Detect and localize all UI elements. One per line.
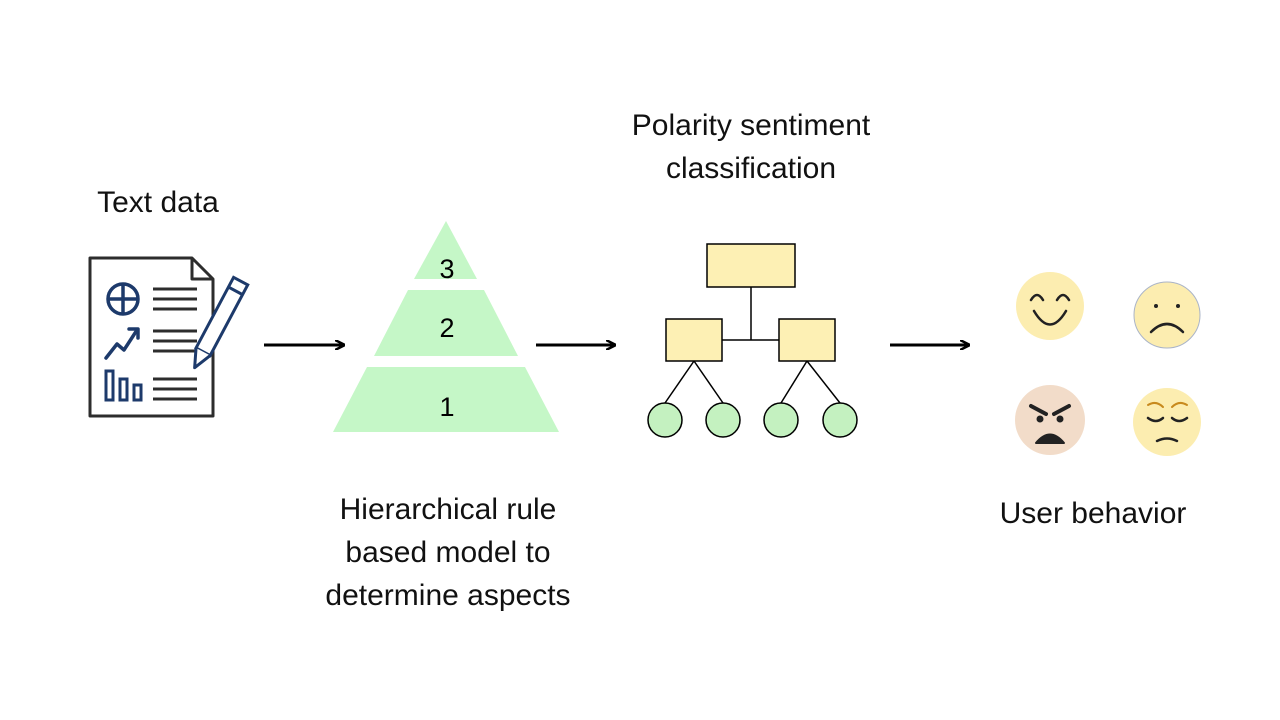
hierarchical-model-label: Hierarchical rule based model to determi… — [325, 493, 571, 612]
sad-face-icon — [1133, 281, 1201, 349]
pyramid-level-3 — [414, 221, 477, 279]
tree-leaf-node — [763, 402, 799, 438]
pyramid-level-1-label: 1 — [439, 392, 454, 422]
tree-leaf-node — [822, 402, 858, 438]
tree-leaf-node — [647, 402, 683, 438]
tree-diagram — [647, 243, 858, 438]
tree-root-node — [706, 243, 796, 288]
happy-face-icon — [1016, 272, 1084, 340]
pyramid-level-2 — [374, 290, 518, 356]
pyramid-level-1 — [333, 367, 559, 432]
pyramid: 3 2 1 — [333, 221, 559, 432]
pyramid-level-3-label: 3 — [439, 254, 454, 284]
document-chart-pencil-icon — [88, 256, 250, 418]
user-behavior-label: User behavior — [999, 497, 1187, 530]
pensive-face-icon — [1133, 388, 1201, 456]
tree-left-node — [665, 318, 723, 362]
tree-leaf-node — [705, 402, 741, 438]
pyramid-level-2-label: 2 — [439, 313, 454, 343]
angry-face-icon — [1015, 385, 1085, 455]
polarity-label: Polarity sentiment classification — [631, 109, 871, 185]
tree-right-node — [778, 318, 836, 362]
text-data-label: Text data — [97, 186, 219, 219]
